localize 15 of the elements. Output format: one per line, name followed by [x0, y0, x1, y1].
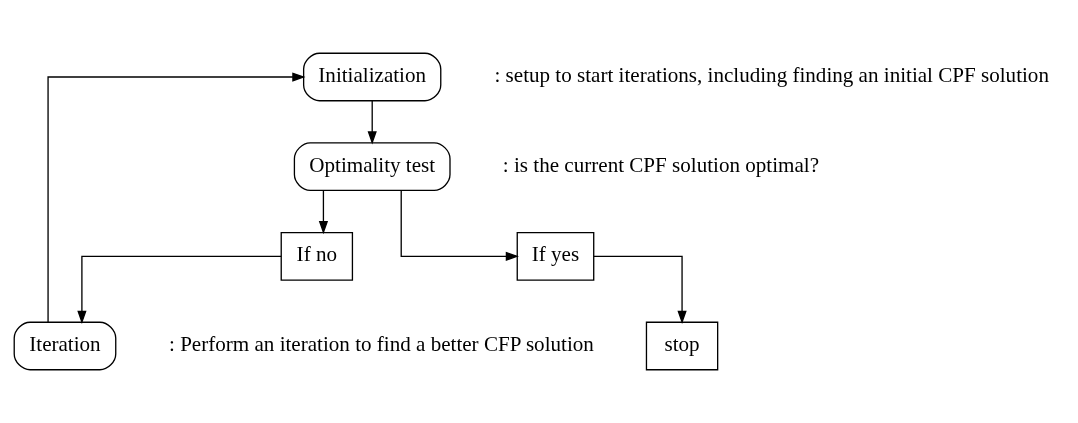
arrow [318, 190, 329, 235]
node-label: : setup to start iterations, including finding an initial CPF solution [494, 63, 1049, 88]
arrow [77, 255, 282, 324]
arrow [593, 255, 687, 324]
arrow [367, 100, 377, 145]
node-label: : is the current CPF solution optimal? [502, 152, 820, 177]
node-box: Iteration [13, 321, 117, 371]
node-box: If yes [516, 231, 595, 281]
node-label: : Perform an iteration to find a better CFP solution [169, 332, 594, 356]
node-box: stop [645, 321, 719, 371]
arrow [400, 190, 519, 261]
node-box: Initialization [302, 52, 442, 102]
node-box: Optimality test [293, 142, 451, 192]
arrow [47, 72, 306, 323]
node-box: If no [280, 231, 354, 281]
